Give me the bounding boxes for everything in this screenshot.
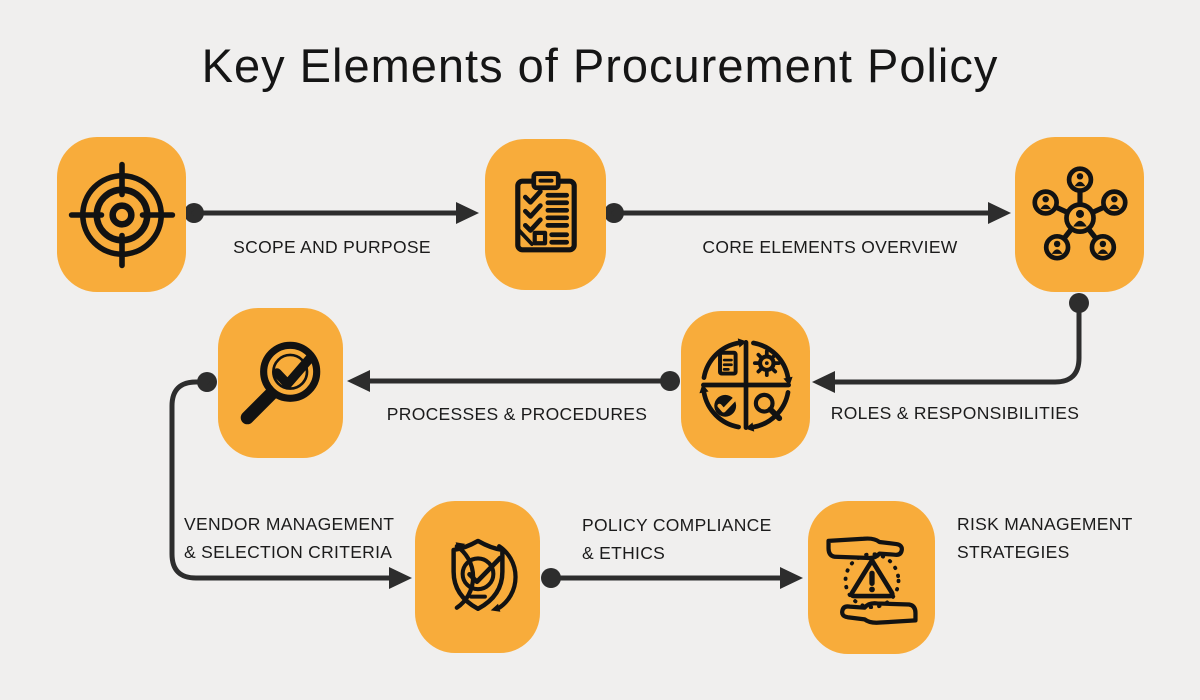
- node-roles: [1015, 137, 1144, 292]
- process-cycle-icon: [698, 337, 793, 432]
- label-vendor-management: VENDOR MANAGEMENT & SELECTION CRITERIA: [184, 514, 395, 562]
- label-scope-and-purpose: SCOPE AND PURPOSE: [233, 237, 431, 257]
- hands-warning-icon: [825, 535, 918, 625]
- page-title: Key Elements of Procurement Policy: [201, 39, 999, 92]
- label-core-elements-overview: CORE ELEMENTS OVERVIEW: [702, 237, 958, 257]
- node-core-elements: [485, 139, 606, 290]
- people-network-icon: [1031, 165, 1128, 260]
- node-processes: [681, 311, 810, 458]
- label-processes-and-procedures: PROCESSES & PROCEDURES: [386, 404, 648, 424]
- arrowhead: [456, 202, 479, 224]
- label-risk-management: RISK MANAGEMENT STRATEGIES: [957, 514, 1133, 562]
- magnifier-check-icon: [240, 341, 320, 425]
- target-icon: [68, 161, 175, 268]
- bottom-hand: [839, 600, 918, 625]
- arrowhead: [988, 202, 1011, 224]
- node-scope-and-purpose: [57, 137, 186, 292]
- connector-elbow: [169, 379, 394, 581]
- label-roles-and-responsibilities: ROLES & RESPONSIBILITIES: [830, 403, 1080, 423]
- shield-check-cycle-icon: [450, 538, 518, 612]
- arrowhead: [347, 370, 370, 392]
- connector-elbow: [830, 300, 1082, 385]
- arrowhead: [780, 567, 803, 589]
- node-policy-compliance: [415, 501, 540, 653]
- arrowhead: [812, 371, 835, 393]
- label-policy-compliance: POLICY COMPLIANCE & ETHICS: [582, 515, 772, 563]
- node-vendor-management: [218, 308, 343, 458]
- arrowhead: [389, 567, 412, 589]
- checklist-clipboard-icon: [514, 170, 577, 252]
- node-risk-management: [808, 501, 935, 654]
- top-hand: [825, 535, 904, 560]
